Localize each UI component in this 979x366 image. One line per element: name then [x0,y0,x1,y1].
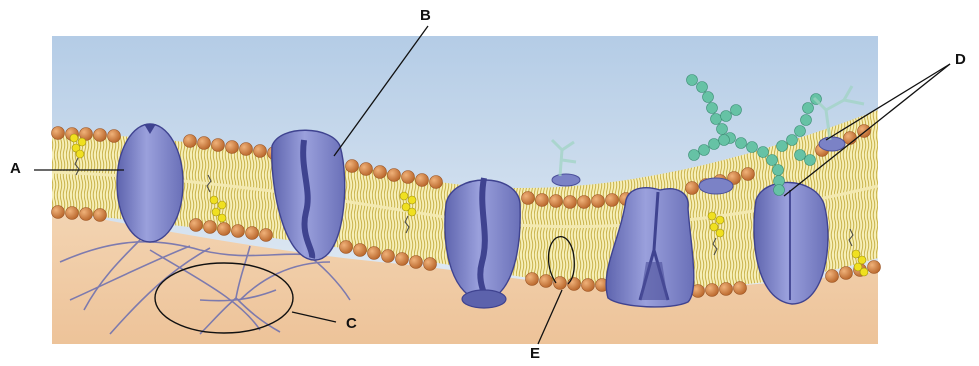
label-e: E [530,346,540,361]
label-c: C [346,316,357,331]
label-a: A [10,161,21,176]
label-d: D [955,52,966,67]
protein-a [117,124,183,242]
label-b: B [420,8,431,23]
